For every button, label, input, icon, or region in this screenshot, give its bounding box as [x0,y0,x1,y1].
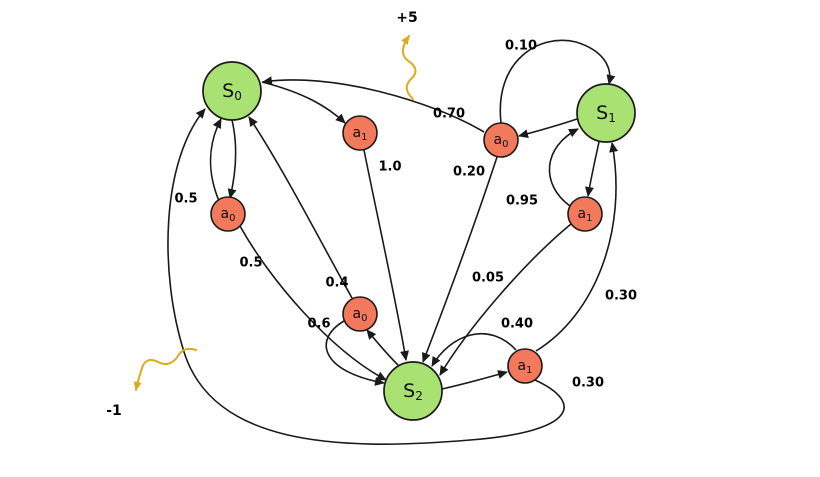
edge-a1-bottom-to-S0 [167,108,565,445]
probability-label-a0-mid-to-S2: 0.6 [307,317,330,332]
action-circle-a1-top [342,115,378,151]
edge-S1-to-a1-right [585,141,600,197]
edge-a1-right-to-S2 [439,223,572,376]
action-circle-a0-left [210,196,246,232]
action-node-a0-left: a0 [210,196,246,232]
probability-label-a0-top-to-S2: 0.20 [453,165,485,180]
reward-arrow--1 [133,347,197,391]
action-circle-a0-mid [342,296,378,332]
action-node-a0-top: a0 [483,122,519,158]
edge-S2-to-a1-bottom [441,370,508,390]
action-label-a0-top: a0 [494,132,509,150]
action-label-a1-bottom: a1 [518,358,533,376]
edge-a1-bottom-to-S2 [431,332,517,367]
probability-label-a0-left-to-S0: 0.5 [174,192,197,207]
action-label-a0-left: a0 [221,206,236,224]
action-node-a1-top: a1 [342,115,378,151]
edge-a0-left-to-S2 [239,225,387,381]
action-circle-a1-right [567,196,603,232]
probability-label-a0-mid-to-S0: 0.4 [325,276,348,291]
edge-a0-mid-to-S0 [248,116,353,299]
probability-label-a0-top-to-S1: 0.10 [505,39,537,54]
edge-a0-mid-to-S2 [325,320,385,386]
probability-label-a1-bottom-to-S1: 0.30 [605,289,637,304]
edge-S1-to-a0-top [518,118,578,139]
action-circle-a1-bottom [507,348,543,384]
state-label-S0: S0 [222,80,242,103]
probability-label-a1-right-to-S1: 0.95 [506,194,538,209]
action-label-a1-top: a1 [353,125,368,143]
action-node-a1-right: a1 [567,196,603,232]
edge-S2-to-a0-mid [366,329,399,366]
probability-label-a1-right-to-S2: 0.05 [472,271,504,286]
edge-S0-to-a1-top [261,81,346,124]
edge-a0-top-to-S0 [262,76,485,133]
state-circle-S0 [202,61,262,121]
probability-label-a1-bottom-to-S2: 0.40 [501,317,533,332]
state-node-S2: S2 [383,361,443,421]
state-label-S1: S1 [596,102,616,125]
edge-a0-top-to-S2 [422,156,498,363]
reward-label--1: -1 [106,403,122,419]
edge-a0-left-to-S0 [209,118,222,202]
state-circle-S1 [576,83,636,143]
action-node-a0-mid: a0 [342,296,378,332]
edge-a0-top-to-S1 [499,39,616,124]
action-label-a1-right: a1 [578,206,593,224]
probability-label-a0-top-to-S0: 0.70 [433,107,465,122]
probability-label-a0-left-to-S2: 0.5 [239,256,262,271]
state-circle-S2 [383,361,443,421]
probability-label-a1-top-to-S2: 1.0 [378,160,401,175]
reward-arrow-+5 [401,35,417,100]
state-node-S1: S1 [576,83,636,143]
probability-label-a1-bottom-to-S0: 0.30 [572,376,604,391]
action-label-a0-mid: a0 [353,306,368,324]
reward-label-+5: +5 [396,10,417,26]
edge-a1-top-to-S2 [363,149,409,361]
state-label-S2: S2 [403,380,423,403]
state-node-S0: S0 [202,61,262,121]
action-circle-a0-top [483,122,519,158]
edge-a1-bottom-to-S1 [535,142,619,352]
action-node-a1-bottom: a1 [507,348,543,384]
edge-S0-to-a0-left [227,119,237,199]
edge-a1-right-to-S1 [548,128,579,207]
